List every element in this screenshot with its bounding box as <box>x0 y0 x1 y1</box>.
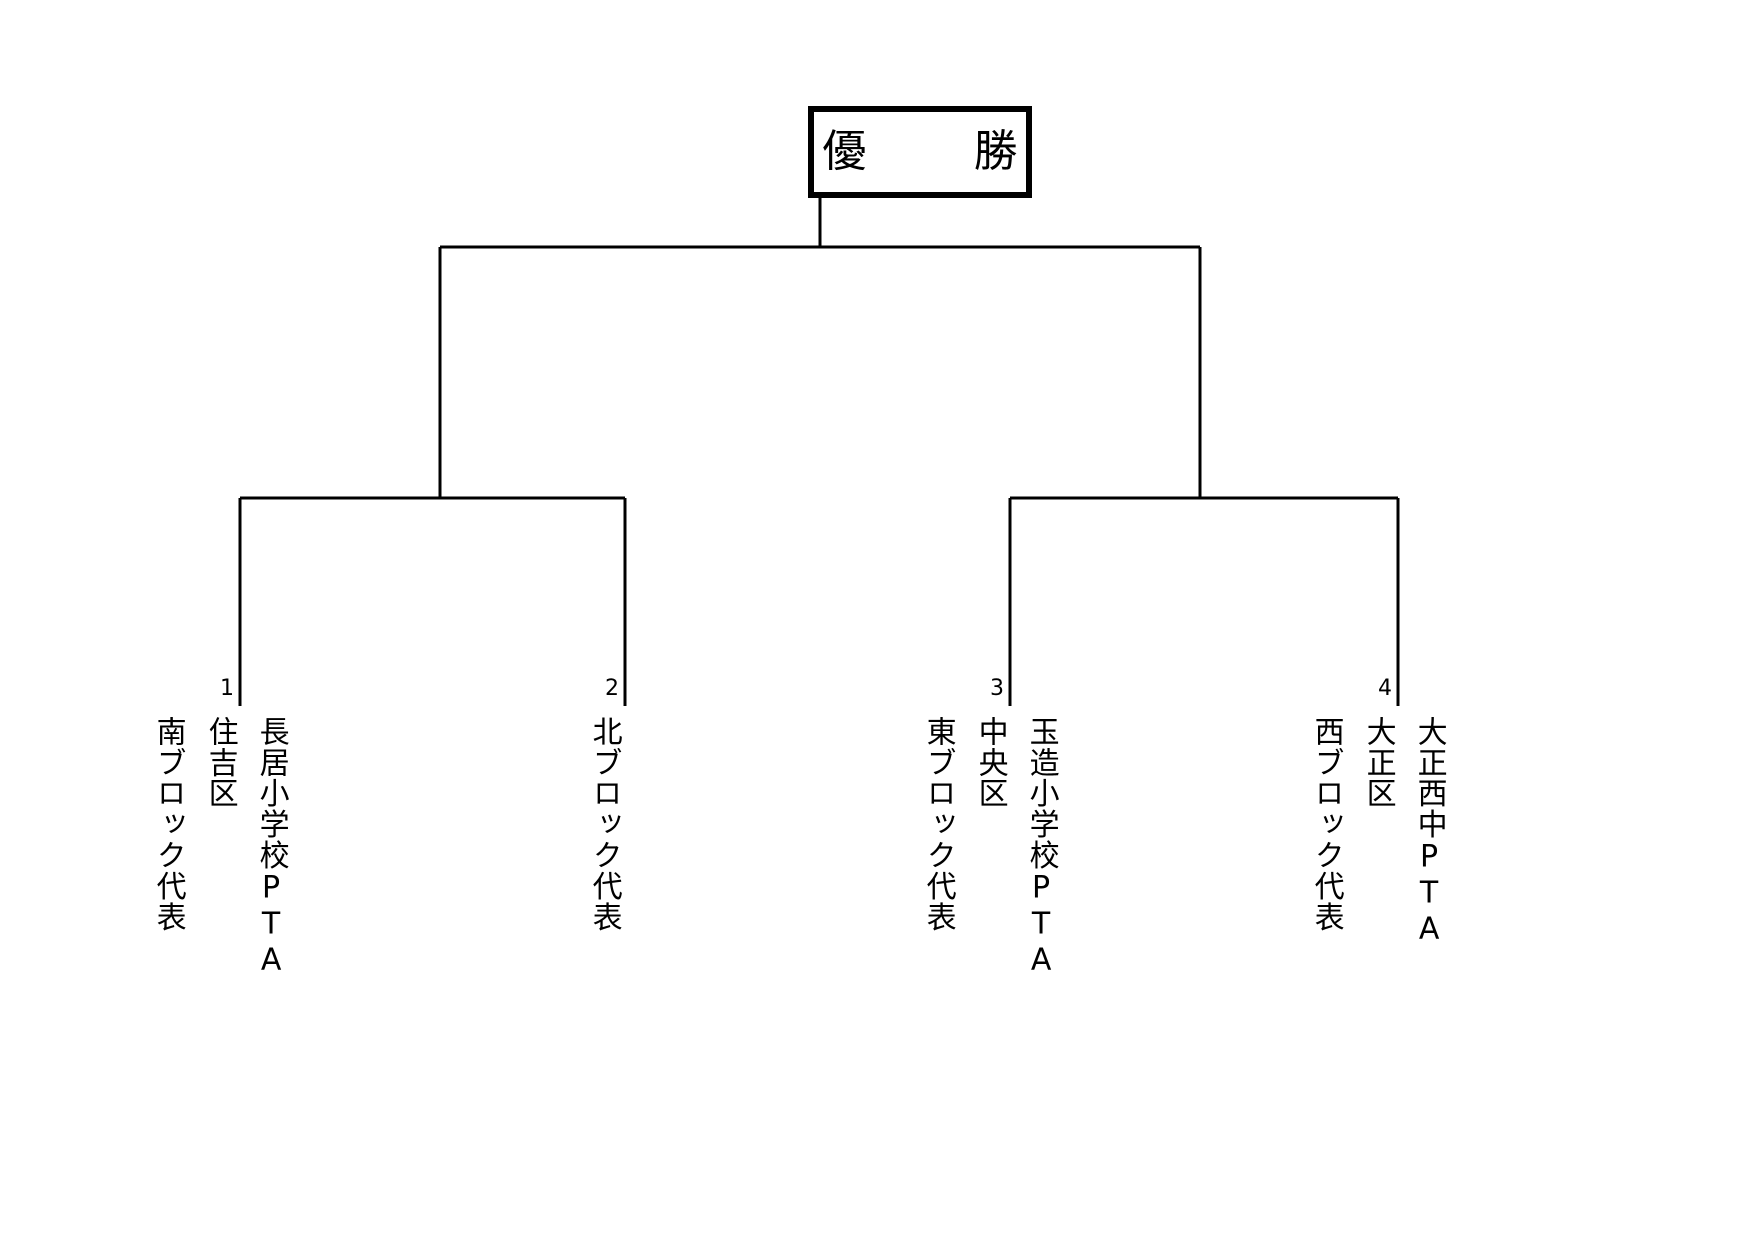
slot-number-4: 4 <box>1378 676 1392 701</box>
slot-number-3: 3 <box>990 676 1004 701</box>
slot-1-block: 南ブロック代表 <box>150 716 186 933</box>
slot-4-block: 西ブロック代表 <box>1308 716 1344 933</box>
slot-4-team-name: 大正西中PTA <box>1411 716 1447 948</box>
slot-3-team-name: 玉造小学校PTA <box>1023 716 1059 979</box>
slot-1-team-name: 長居小学校PTA <box>253 716 289 979</box>
slot-number-2: 2 <box>605 676 619 701</box>
slot-1-ward: 住吉区 <box>202 716 238 809</box>
slot-2-block: 北ブロック代表 <box>586 716 622 933</box>
slot-3-ward: 中央区 <box>972 716 1008 809</box>
slot-4-ward: 大正区 <box>1360 716 1396 809</box>
champion-label: 優 勝 <box>822 126 1050 177</box>
champion-box: 優 勝 <box>808 106 1032 198</box>
slot-3-block: 東ブロック代表 <box>920 716 956 933</box>
slot-number-1: 1 <box>220 676 234 701</box>
